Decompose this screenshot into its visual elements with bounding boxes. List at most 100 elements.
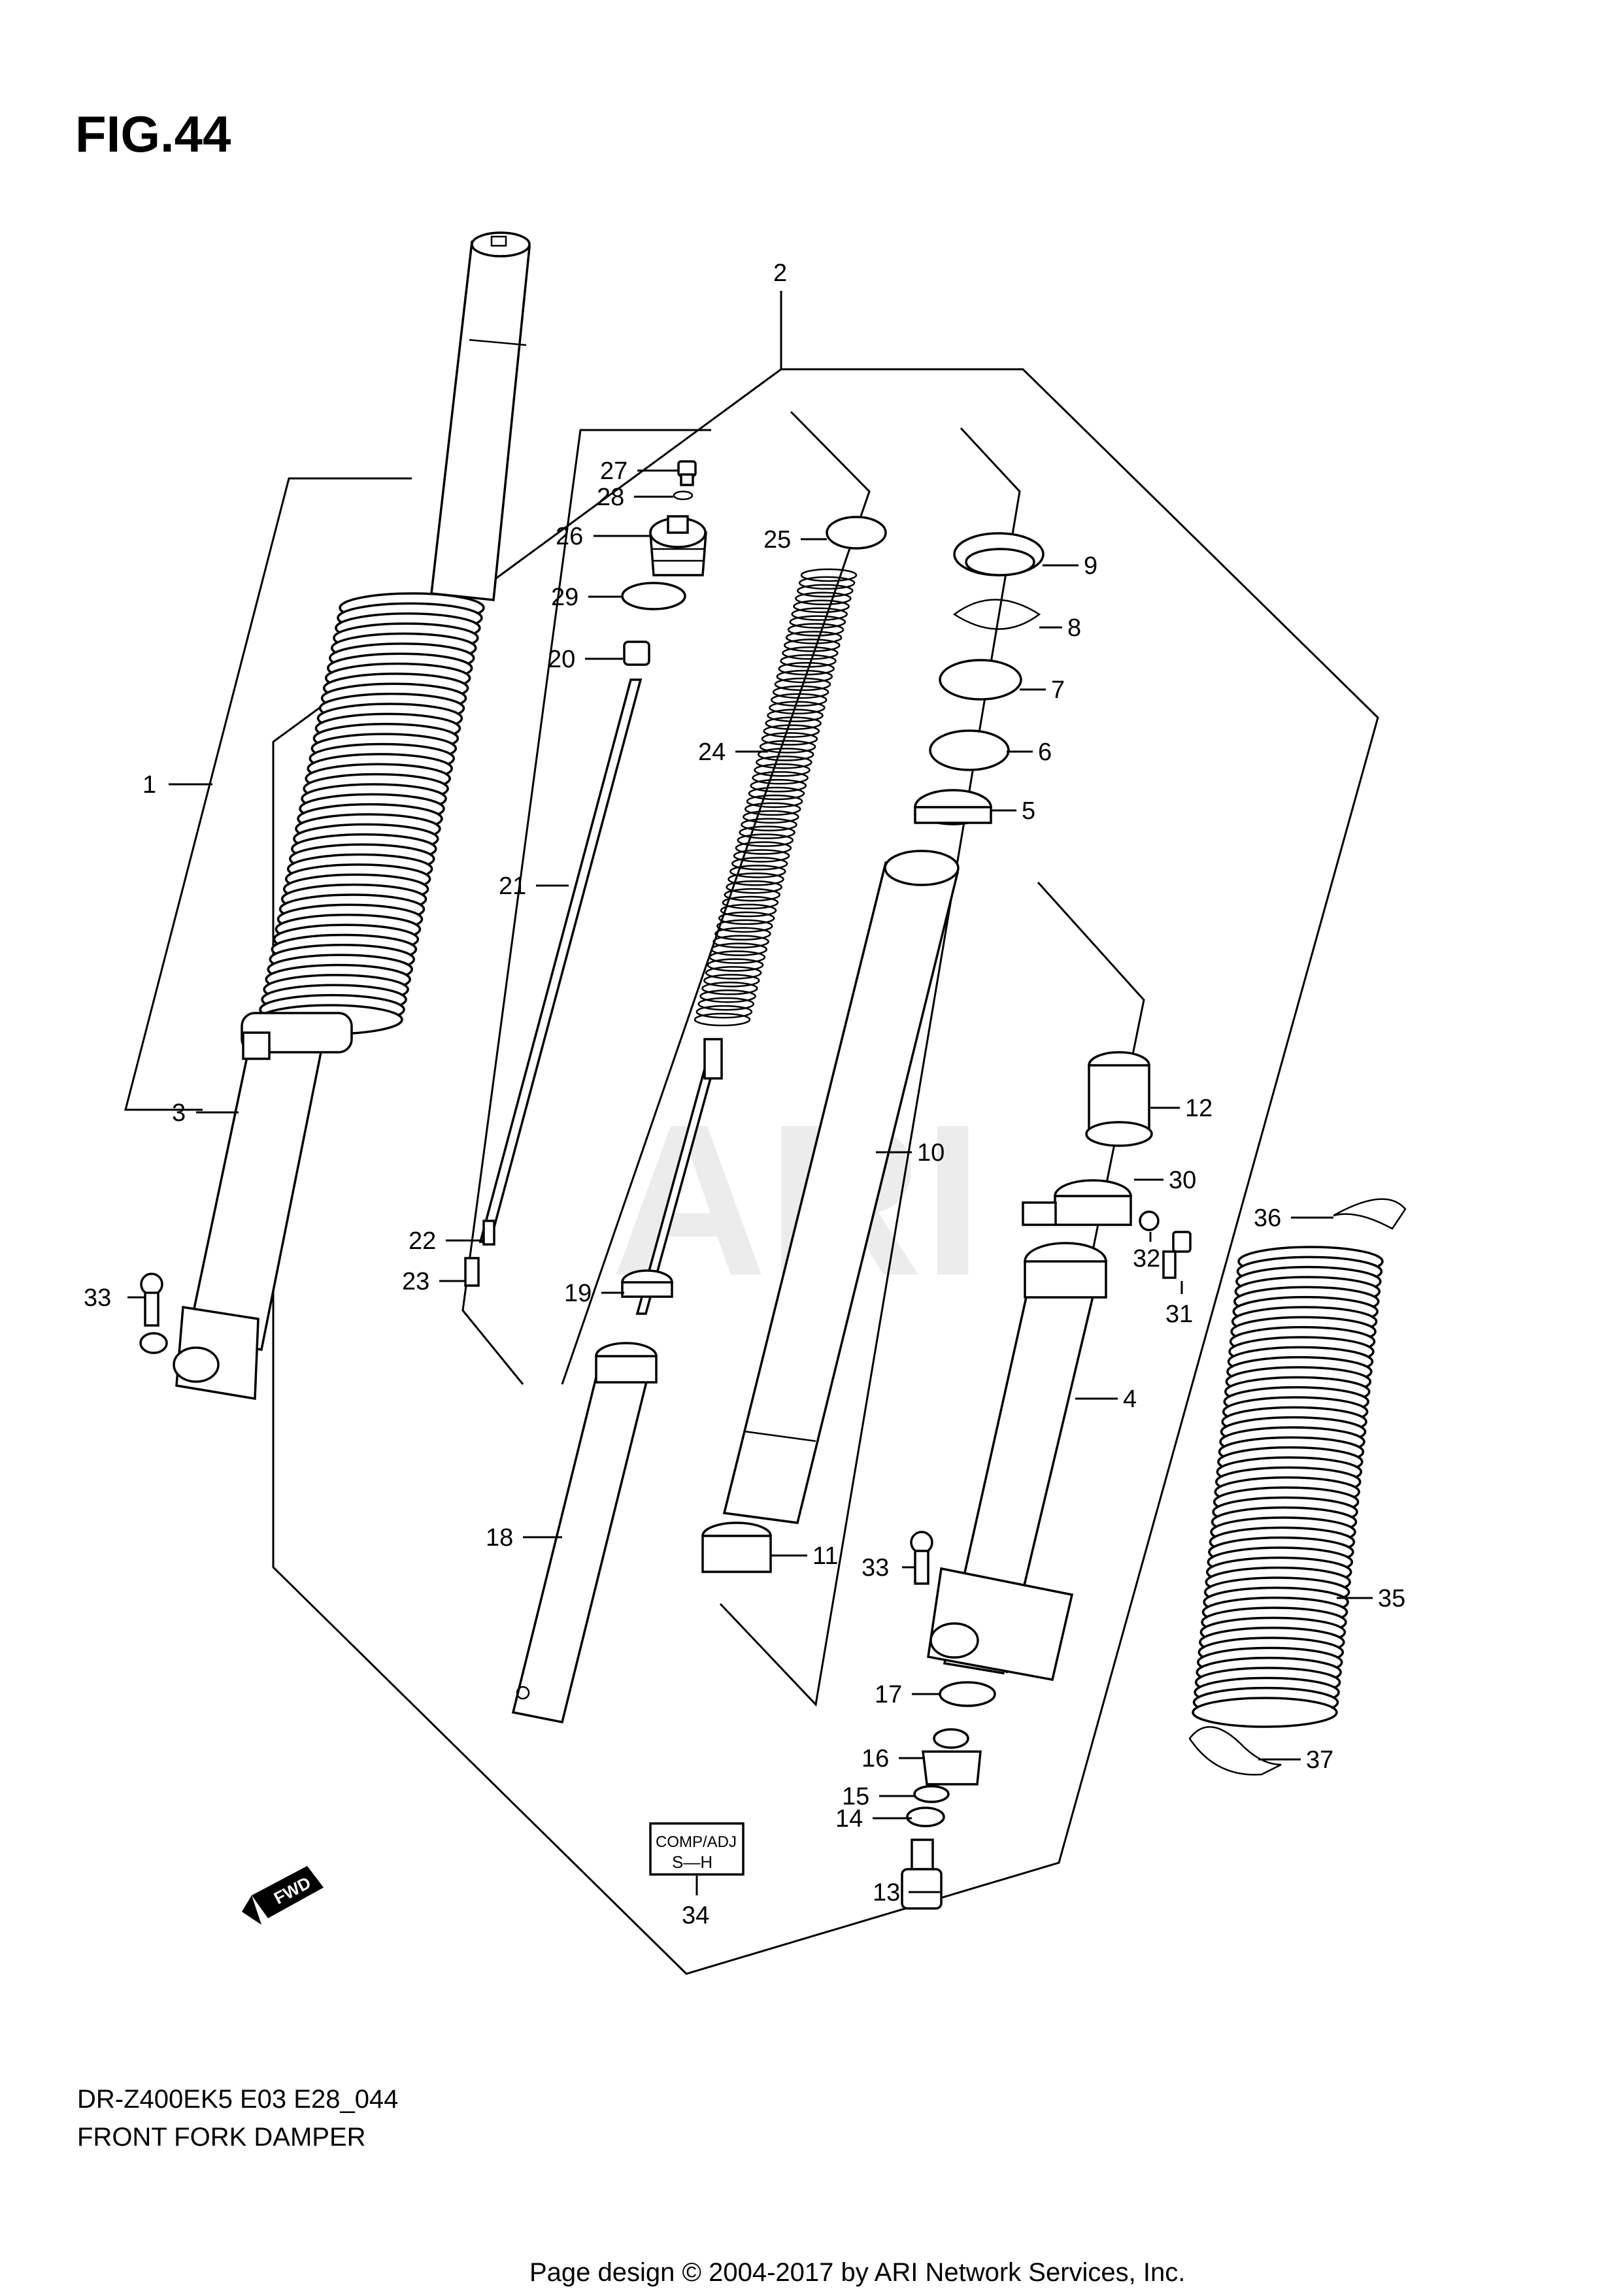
- callout-36: 36: [1254, 1205, 1281, 1232]
- spring-24-coil: [694, 1012, 751, 1027]
- model-code: DR-Z400EK5 E03 E28_044: [77, 2085, 398, 2114]
- spring-24-coil: [785, 631, 843, 644]
- spring-24-coil: [728, 873, 784, 886]
- callout-22: 22: [409, 1227, 436, 1255]
- collar-19: [621, 1269, 673, 1298]
- callout-18: 18: [486, 1524, 513, 1552]
- spring-23: [464, 1257, 480, 1287]
- spring-24-coil: [793, 599, 850, 613]
- callout-23: 23: [402, 1268, 429, 1295]
- comp-adj-text: COMP/ADJ: [656, 1833, 737, 1851]
- inner-tube-10: [722, 850, 960, 1524]
- slide-bushing-11: [701, 1522, 772, 1573]
- spring-24-coil: [720, 903, 777, 918]
- spring-24-coil: [780, 654, 837, 668]
- spring-24-coil: [709, 950, 766, 964]
- clip-8: [952, 599, 1041, 630]
- callout-27: 27: [600, 458, 627, 485]
- spring-24-coil: [739, 825, 795, 839]
- callout-9: 9: [1084, 552, 1097, 580]
- spring-24-coil: [697, 997, 754, 1011]
- callout-31: 31: [1165, 1301, 1193, 1328]
- front-fork-assembly: [139, 231, 531, 1401]
- spring-24-coil: [703, 974, 760, 988]
- o-ring-17: [939, 1681, 996, 1707]
- callout-21: 21: [499, 873, 526, 900]
- spring-24-coil: [722, 895, 779, 910]
- spring-24-coil: [716, 919, 773, 933]
- callout-14: 14: [835, 1805, 863, 1833]
- comp-adj-range: S—H: [672, 1852, 712, 1872]
- spring-24-coil: [735, 841, 792, 855]
- clamp-30: [1022, 1179, 1132, 1226]
- washer-14: [906, 1806, 945, 1827]
- spring-24-coil: [752, 771, 809, 785]
- washer-6: [929, 729, 1010, 771]
- damper-tube-18: [511, 1342, 658, 1724]
- callout-25: 25: [763, 526, 791, 554]
- callout-10: 10: [917, 1139, 945, 1167]
- callout-24: 24: [698, 739, 726, 766]
- spring-24-coil: [757, 748, 814, 761]
- spring-24-coil: [699, 989, 756, 1003]
- spring-24-coil: [798, 576, 856, 590]
- spring-24-coil: [737, 833, 794, 847]
- spring-24-coil: [782, 646, 839, 660]
- callout-12: 12: [1185, 1095, 1213, 1122]
- pin-22: [482, 1220, 495, 1246]
- spring-24-coil: [741, 818, 797, 832]
- spring-24-coil: [705, 966, 762, 980]
- cap-bolt-27: [677, 460, 697, 486]
- bolt-33-right: [910, 1531, 933, 1585]
- spring-24-coil: [765, 716, 822, 730]
- spring-24-coil: [729, 865, 786, 878]
- spring-24-coil: [759, 740, 816, 754]
- callout-15: 15: [842, 1783, 869, 1810]
- spring-24-coil: [787, 623, 845, 637]
- bolt-31: [1162, 1231, 1192, 1279]
- spring-24-coil: [795, 591, 852, 606]
- callout-37: 37: [1306, 1746, 1333, 1774]
- callout-33-right: 33: [862, 1554, 889, 1582]
- spring-24-coil: [711, 942, 767, 956]
- callout-19: 19: [564, 1280, 592, 1307]
- spring-24-coil: [724, 888, 781, 902]
- callout-28: 28: [597, 484, 624, 511]
- spring-24-coil: [769, 701, 826, 715]
- o-ring-28: [673, 490, 694, 501]
- spring-24-coil: [714, 927, 771, 941]
- callout-35: 35: [1378, 1585, 1405, 1612]
- valve-16: [922, 1728, 982, 1786]
- spring-24-coil: [744, 802, 801, 816]
- spring-24-coil: [797, 584, 854, 598]
- spring-24-coil: [731, 857, 788, 871]
- callout-7: 7: [1051, 676, 1065, 704]
- spring-24-coil: [772, 685, 829, 699]
- callout-8: 8: [1067, 614, 1081, 642]
- callout-13: 13: [873, 1879, 900, 1906]
- group-outlines: [124, 368, 1379, 1975]
- callout-1: 1: [142, 771, 156, 799]
- callout-34: 34: [682, 1902, 709, 1929]
- spring-24-coil: [695, 1005, 753, 1019]
- fork-boot-35: [1192, 1246, 1384, 1728]
- spring-24-coil: [707, 958, 764, 972]
- callout-30: 30: [1169, 1167, 1196, 1194]
- spring-24-coil: [748, 786, 805, 801]
- spring-24-coil: [763, 724, 820, 738]
- callout-32: 32: [1133, 1245, 1160, 1273]
- spring-24-coil: [800, 568, 858, 582]
- callout-5: 5: [1022, 797, 1035, 825]
- spring-24-coil: [756, 756, 812, 769]
- spring-24-coil: [712, 935, 769, 948]
- oil-seal-7: [939, 659, 1022, 701]
- figure-title: FIG.44: [75, 105, 231, 163]
- callout-17: 17: [875, 1681, 902, 1708]
- forward-arrow-badge: FWD: [242, 1866, 324, 1925]
- section-title: FRONT FORK DAMPER: [77, 2123, 366, 2152]
- spring-24-coil: [743, 810, 799, 824]
- spring-24-coil: [784, 639, 841, 652]
- nut-20: [623, 641, 650, 666]
- spring-24-coil: [789, 615, 846, 629]
- callout-33-left: 33: [84, 1284, 111, 1312]
